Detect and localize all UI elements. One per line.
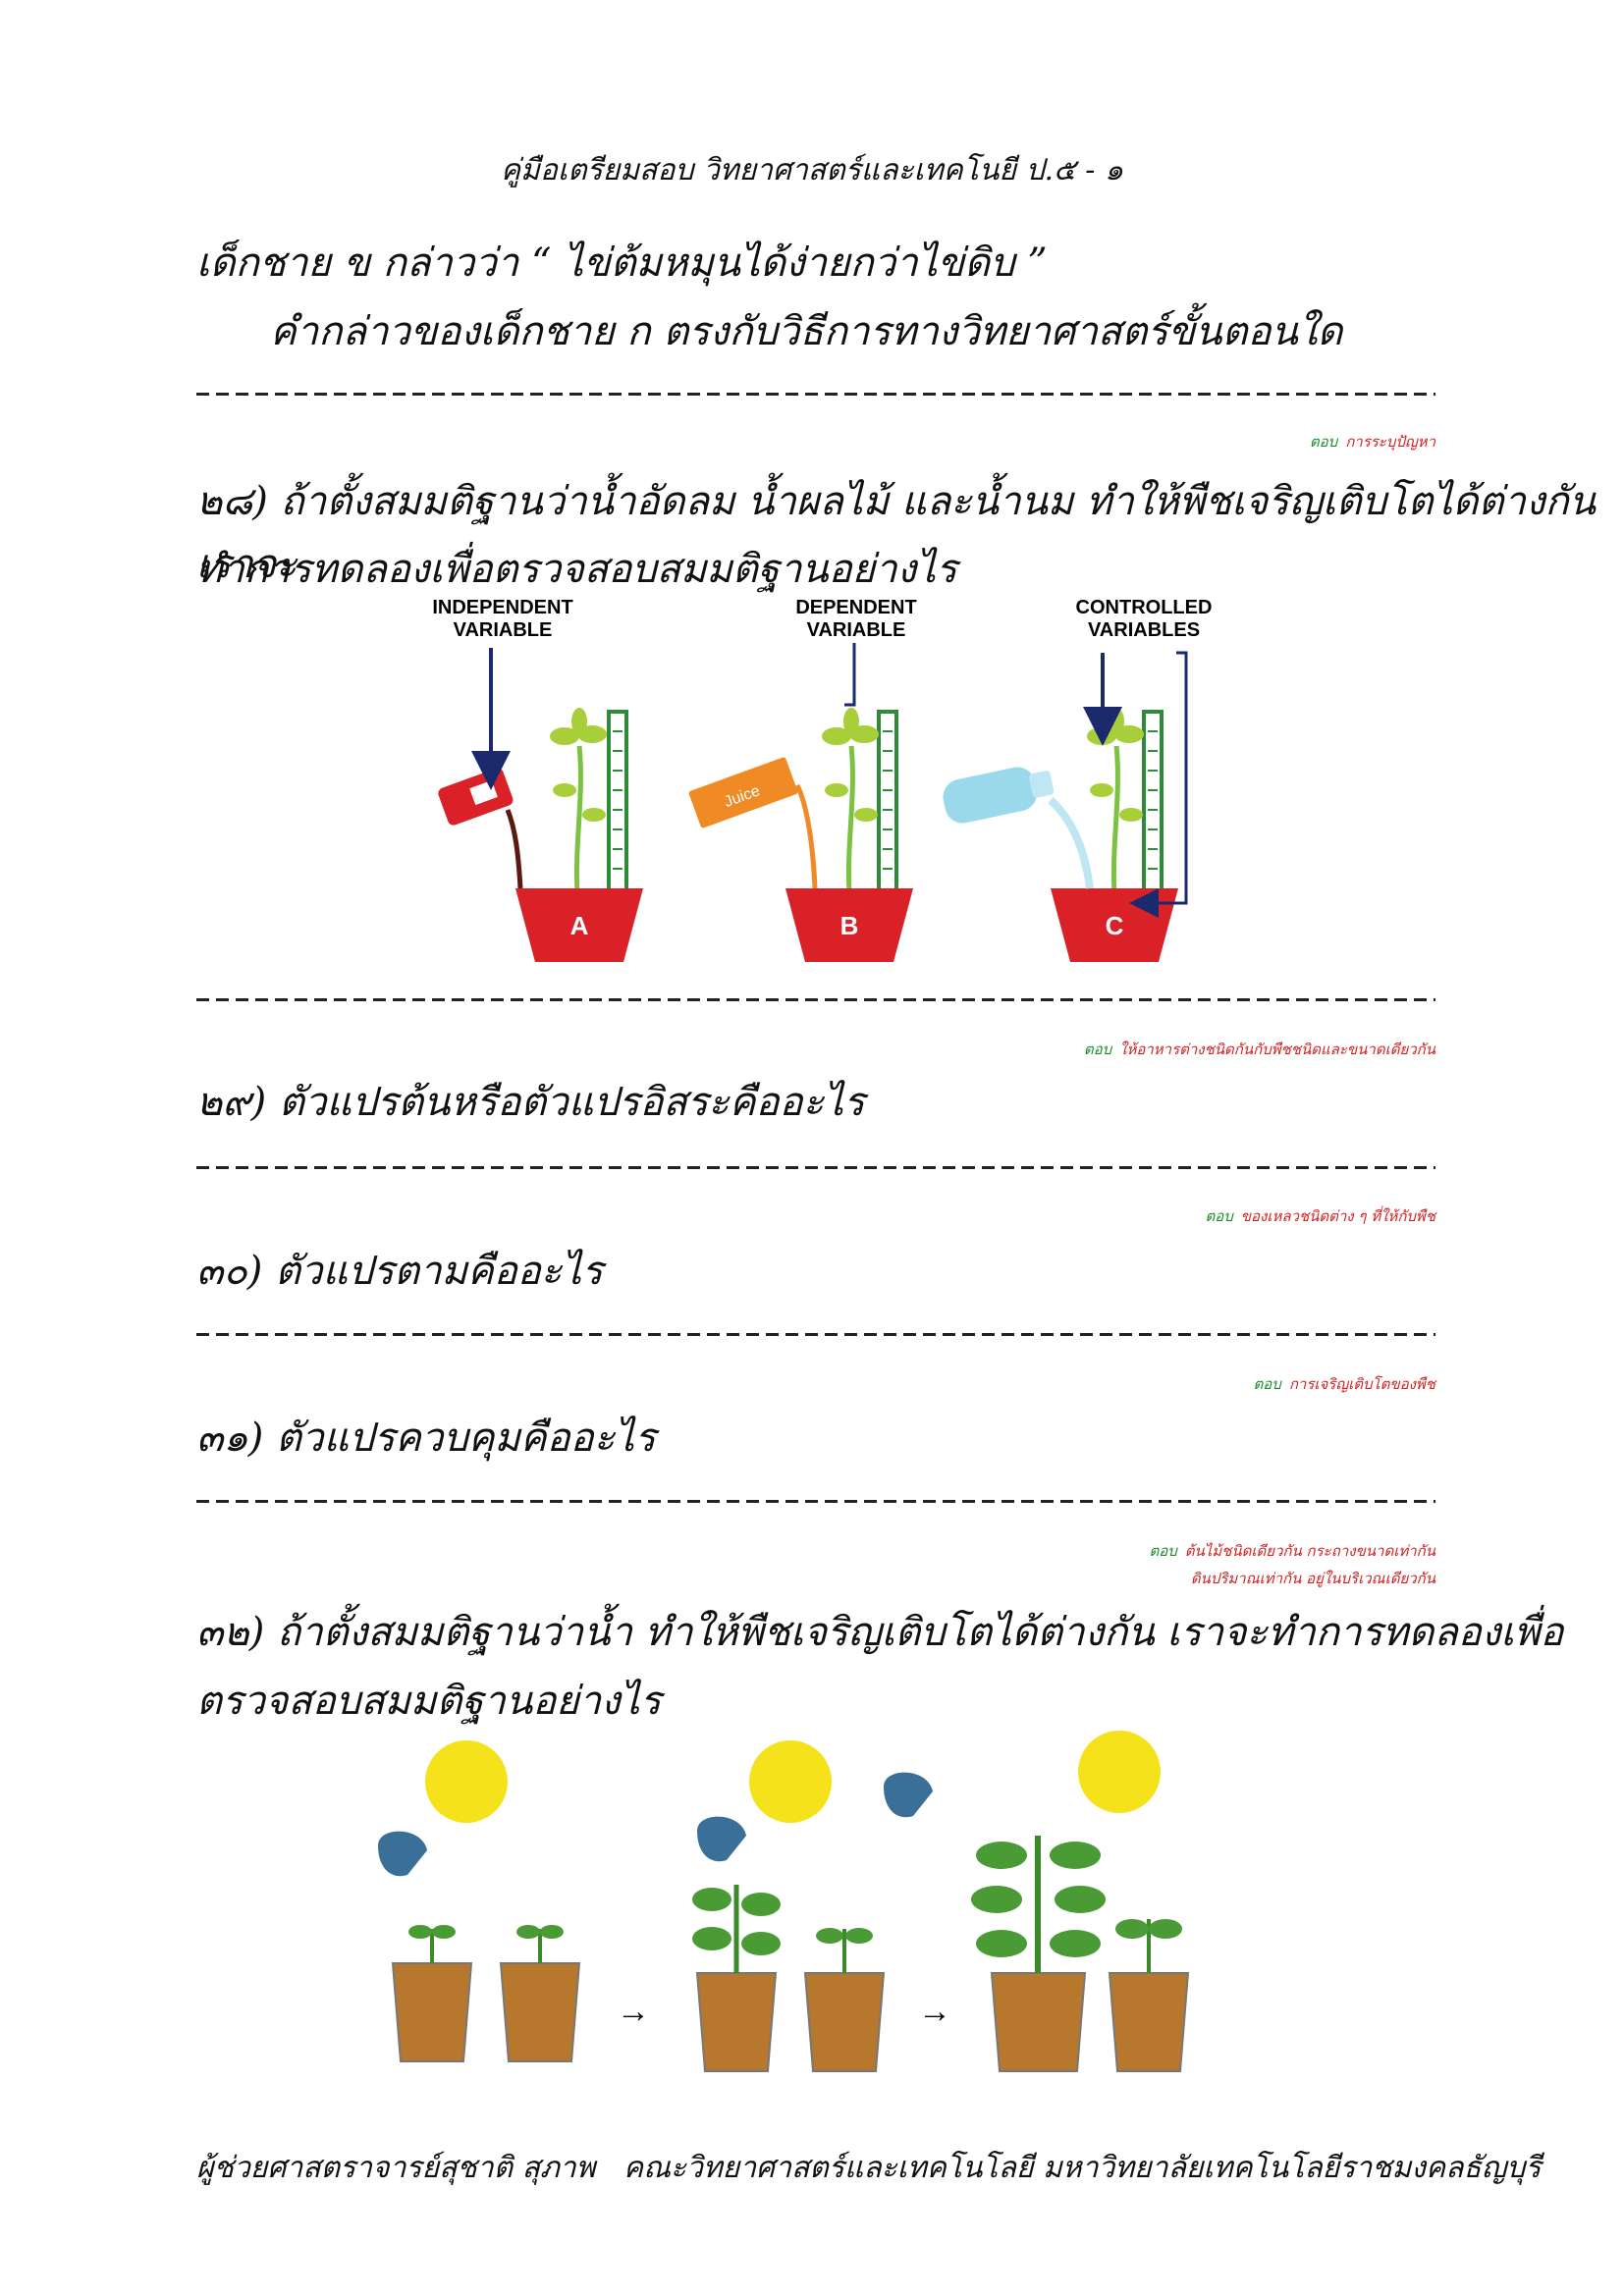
answer-label: ตอบ xyxy=(1083,1041,1112,1058)
answer-line-27 xyxy=(196,393,1435,396)
pot-a xyxy=(515,888,643,962)
question-31: ๓๑) ตัวแปรควบคุมคืออะไร xyxy=(196,1415,656,1461)
intro-line-1: เด็กชาย ข กล่าวว่า “ ไข่ต้มหมุนได้ง่ายกว… xyxy=(196,240,1048,286)
sun-icon xyxy=(1078,1731,1161,1813)
answer-label: ตอบ xyxy=(1253,1375,1281,1393)
answer-label: ตอบ xyxy=(1149,1542,1177,1560)
pot-a-label: A xyxy=(570,911,589,940)
plant-b: B Juice xyxy=(688,643,913,962)
arrow-icon: → xyxy=(918,1993,951,2030)
pot-b xyxy=(785,888,913,962)
answer-28: ตอบ ให้อาหารต่างชนิดกันกับพืชชนิดและขนาดเ… xyxy=(1084,1038,1435,1061)
answer-line-29 xyxy=(196,1166,1435,1169)
question-30: ๓๐) ตัวแปรตามคืออะไร xyxy=(196,1249,603,1294)
label-controlled-2: VARIABLES xyxy=(1088,619,1200,641)
variables-figure: INDEPENDENT VARIABLE DEPENDENT VARIABLE … xyxy=(432,597,1213,962)
question-32-line-2: ตรวจสอบสมมติฐานอย่างไร xyxy=(196,1679,662,1724)
answer-text: การระบุปัญหา xyxy=(1345,433,1435,451)
answer-text: ให้อาหารต่างชนิดกันกับพืชชนิดและขนาดเดีย… xyxy=(1119,1041,1435,1058)
label-dependent: DEPENDENT xyxy=(795,597,916,618)
arrow-dependent xyxy=(844,643,856,707)
answer-label: ตอบ xyxy=(1309,433,1338,451)
cup-small-2 xyxy=(499,1925,581,2062)
plant-a: A xyxy=(438,648,643,962)
cup-large-2 xyxy=(1108,1919,1190,2072)
intro-line-2: คำกล่าวของเด็กชาย ก ตรงกับวิธีการทางวิทย… xyxy=(270,309,1343,354)
answer-text: ต้นไม้ชนิดเดียวกัน กระถางขนาดเท่ากัน xyxy=(1184,1542,1435,1560)
label-independent: INDEPENDENT xyxy=(432,597,572,618)
answer-line-31 xyxy=(196,1500,1435,1503)
cup-small-1 xyxy=(391,1925,473,2062)
watering-jug-icon xyxy=(378,1831,427,1877)
pot-c-label: C xyxy=(1106,911,1124,940)
cup-medium-1 xyxy=(692,1885,781,2072)
label-independent-2: VARIABLE xyxy=(454,619,553,641)
answer-29: ตอบ ของเหลวชนิดต่าง ๆ ที่ให้กับพืช xyxy=(1205,1204,1435,1228)
question-29: ๒๙) ตัวแปรต้นหรือตัวแปรอิสระคืออะไร xyxy=(196,1080,865,1125)
answer-text: การเจริญเติบโตของพืช xyxy=(1288,1375,1435,1393)
answer-line-30 xyxy=(196,1333,1435,1336)
plant-c: C xyxy=(943,651,1188,962)
arrow-controlled xyxy=(1129,651,1188,918)
question-32-line-1: ๓๒) ถ้าตั้งสมมติฐานว่าน้ำ ทำให้พืชเจริญเ… xyxy=(196,1610,1564,1655)
cup-large-1 xyxy=(971,1836,1106,2072)
answer-31-line-2: ดินปริมาณเท่ากัน อยู่ในบริเวณเดียวกัน xyxy=(1191,1567,1435,1590)
arrow-icon: → xyxy=(617,1993,650,2030)
sun-icon xyxy=(749,1740,832,1823)
question-28-line-1: ๒๘) ถ้าตั้งสมมติฐานว่าน้ำอัดลม น้ำผลไม้ … xyxy=(196,479,1597,587)
sun-icon xyxy=(425,1740,508,1823)
answer-text: ของเหลวชนิดต่าง ๆ ที่ให้กับพืช xyxy=(1240,1207,1435,1225)
answer-27: ตอบ การระบุปัญหา xyxy=(1310,430,1435,454)
watering-jug-icon xyxy=(884,1772,933,1818)
answer-30: ตอบ การเจริญเติบโตของพืช xyxy=(1254,1372,1435,1396)
label-controlled: CONTROLLED xyxy=(1076,597,1213,618)
watering-jug-icon xyxy=(697,1816,746,1862)
pot-b-label: B xyxy=(840,911,859,940)
answer-label: ตอบ xyxy=(1205,1207,1233,1225)
cup-medium-2 xyxy=(803,1928,886,2072)
footer-author: ผู้ช่วยศาสตราจารย์สุชาติ สุภาพ xyxy=(196,2151,596,2185)
question-28-line-2: ทำการทดลองเพื่อตรวจสอบสมมติฐานอย่างไร xyxy=(196,547,957,592)
watering-figure: → → xyxy=(378,1731,1190,2072)
footer-affiliation: คณะวิทยาศาสตร์และเทคโนโลยี มหาวิทยาลัยเท… xyxy=(623,2151,1542,2185)
page-header: คู่มือเตรียมสอบ วิทยาศาสตร์และเทคโนยี ป.… xyxy=(500,153,1123,187)
answer-line-28 xyxy=(196,998,1435,1001)
answer-31: ตอบ ต้นไม้ชนิดเดียวกัน กระถางขนาดเท่ากัน xyxy=(1149,1539,1435,1563)
label-dependent-2: VARIABLE xyxy=(807,619,906,641)
answer-text: ดินปริมาณเท่ากัน อยู่ในบริเวณเดียวกัน xyxy=(1190,1570,1435,1587)
